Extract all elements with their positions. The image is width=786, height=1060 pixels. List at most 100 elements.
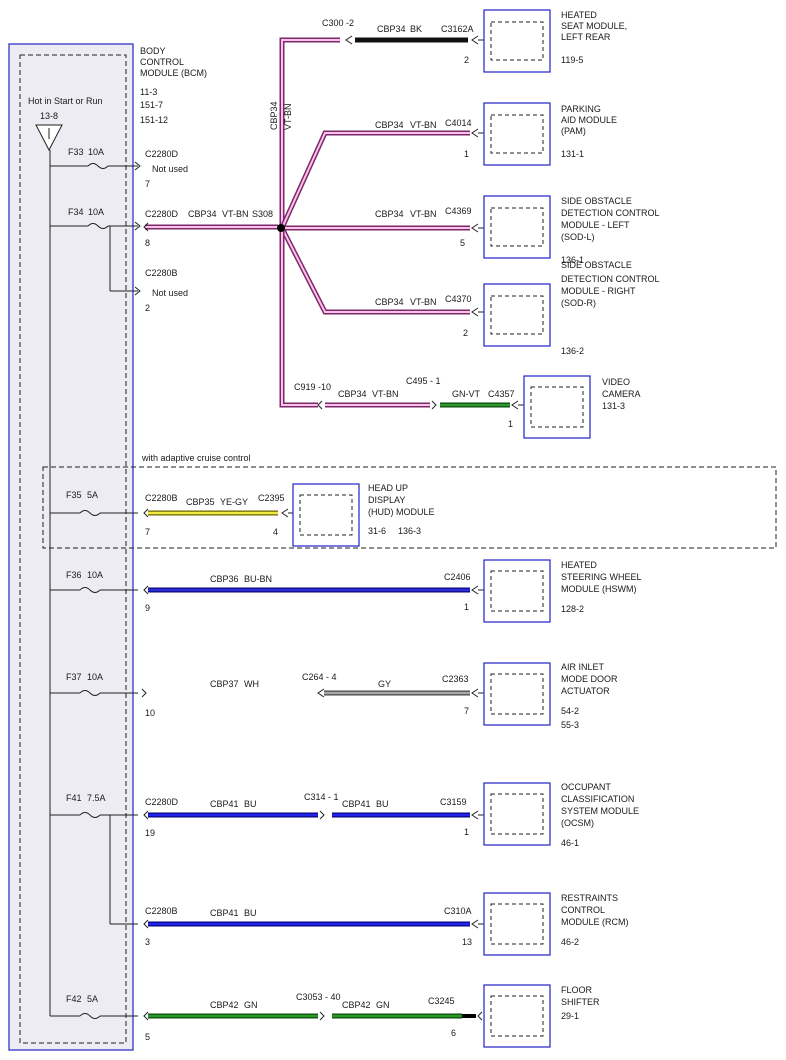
pam-circuit: CBP34 VT-BN C4014 1 (375, 118, 484, 159)
air-inlet-color: WH (244, 679, 259, 689)
ocsm-module: OCCUPANT CLASSIFICATION SYSTEM MODULE (O… (483, 782, 639, 848)
vertical-circuit-label: CBP34 (269, 101, 279, 130)
hswm-name-3: MODULE (HSWM) (561, 584, 637, 594)
rcm-name-1: RESTRAINTS (561, 893, 618, 903)
sod-l-module: SIDE OBSTACLE DETECTION CONTROL MODULE -… (483, 195, 660, 265)
heated-seat-pin: 2 (464, 55, 469, 65)
pam-connector: C4014 (445, 118, 472, 128)
hud-option-boundary (42, 466, 777, 549)
pam-module: PARKING AID MODULE (PAM) 131-1 (483, 102, 617, 166)
shifter-module: FLOOR SHIFTER 29-1 (483, 984, 600, 1048)
ocsm-inline: C314 - 1 (304, 792, 339, 802)
sod-r-ref: 136-2 (561, 346, 584, 356)
fuse-f36-row: F36 10A CBP36 BU-BN C2406 9 1 (50, 570, 484, 613)
hswm-color: BU-BN (244, 574, 272, 584)
fuse-f33-rating: 10A (88, 147, 104, 157)
ocsm-name-1: OCCUPANT (561, 782, 611, 792)
shifter-name-1: FLOOR (561, 985, 593, 995)
fuse-f34-row: F34 10A C2280D 8 C2280B Not used 2 (50, 207, 188, 313)
air-inlet-name-2: MODE DOOR (561, 674, 618, 684)
f37-pin: 10 (145, 708, 155, 718)
shifter-color: GN (244, 1000, 258, 1010)
fuse-f37-row: F37 10A CBP37 WH C264 - 4 GY C2363 10 7 (50, 672, 484, 718)
fuse-f35-rating: 5A (87, 490, 98, 500)
ocsm-name-2: CLASSIFICATION (561, 794, 634, 804)
f41-pin: 19 (145, 828, 155, 838)
f33-pin: 7 (145, 179, 150, 189)
f34b-pin: 2 (145, 303, 150, 313)
f41-connector: C2280D (145, 797, 179, 807)
fuse-f42-row: F42 5A CBP42 GN C3053 - 40 CBP42 GN C324… (50, 992, 483, 1042)
f33-note: Not used (152, 164, 188, 174)
bcm-name-line-3: MODULE (BCM) (140, 68, 207, 78)
shifter-pin: 6 (451, 1028, 456, 1038)
camera-pin: 1 (508, 419, 513, 429)
f35-connector: C2280B (145, 493, 178, 503)
heated-seat-circuit-id: CBP34 (377, 24, 406, 34)
hud-circuit-id: CBP35 (186, 497, 215, 507)
sod-r-name-2: DETECTION CONTROL (561, 274, 660, 284)
fuse-f34-icon (87, 223, 109, 229)
hswm-pin: 1 (464, 602, 469, 612)
air-inlet-name-3: ACTUATOR (561, 686, 610, 696)
fuse-f42-icon (79, 1013, 101, 1019)
shifter-inline: C3053 - 40 (296, 992, 341, 1002)
air-inlet-pin: 7 (464, 706, 469, 716)
hud-module: HEAD UP DISPLAY (HUD) MODULE 31-6 136-3 (292, 483, 435, 547)
sod-r-circuit: CBP34 VT-BN C4370 2 (375, 294, 484, 338)
fuse-f35-row: F35 5A C2280B CBP35 YE-GY C2395 7 4 (50, 490, 293, 537)
pam-color: VT-BN (410, 120, 437, 130)
fuse-f33-icon (87, 163, 109, 169)
ocsm-pin: 1 (464, 827, 469, 837)
fuse-f36-icon (79, 587, 101, 593)
fuse-f36-rating: 10A (87, 570, 103, 580)
fuse-f41-label: F41 (66, 793, 82, 803)
ocsm-name-3: SYSTEM MODULE (561, 806, 639, 816)
pam-name-1: PARKING (561, 104, 601, 114)
hswm-circuit-id: CBP36 (210, 574, 239, 584)
f36-pin: 9 (145, 603, 150, 613)
power-source-label: Hot in Start or Run (28, 96, 103, 106)
hswm-ref: 128-2 (561, 604, 584, 614)
pam-circuit-id: CBP34 (375, 120, 404, 130)
sod-l-circuit-id: CBP34 (375, 209, 404, 219)
heated-seat-inline: C300 -2 (322, 18, 354, 28)
heated-seat-circuit: C300 -2 CBP34 BK C3162A 2 (322, 18, 484, 65)
air-inlet-ref: 54-2 (561, 706, 579, 716)
air-inlet-name-1: AIR INLET (561, 662, 605, 672)
shifter-circuit-id: CBP42 (210, 1000, 239, 1010)
air-inlet-ref-2: 55-3 (561, 720, 579, 730)
fuse-f36-label: F36 (66, 570, 82, 580)
camera-color: VT-BN (372, 389, 399, 399)
fuse-f42-rating: 5A (87, 994, 98, 1004)
bcm-ref-1: 11-3 (140, 87, 157, 97)
pam-pin: 1 (464, 149, 469, 159)
bcm-outline (8, 43, 134, 1051)
sod-r-connector: C4370 (445, 294, 472, 304)
sod-r-name-4: (SOD-R) (561, 298, 596, 308)
camera-name-2: CAMERA (602, 389, 641, 399)
shifter-connector: C3245 (428, 996, 455, 1006)
fuse-f34-rating: 10A (88, 207, 104, 217)
hud-name-2: DISPLAY (368, 495, 405, 505)
air-inlet-color-2: GY (378, 679, 391, 689)
rcm-name-2: CONTROL (561, 905, 605, 915)
hud-ref: 31-6 (368, 526, 386, 536)
rcm-connector: C310A (444, 906, 472, 916)
rcm-color: BU (244, 908, 257, 918)
heated-seat-name-1: HEATED (561, 10, 597, 20)
hud-ref-2: 136-3 (398, 526, 421, 536)
fuse-f42-label: F42 (66, 994, 82, 1004)
camera-name-1: VIDEO (602, 377, 630, 387)
air-inlet-connector: C2363 (442, 674, 469, 684)
shifter-circuit-id-2: CBP42 (342, 1000, 371, 1010)
ocsm-name-4: (OCSM) (561, 818, 594, 828)
rcm-ref: 46-2 (561, 937, 579, 947)
sod-l-connector: C4369 (445, 206, 472, 216)
sod-l-name-2: DETECTION CONTROL (561, 208, 660, 218)
f34b-note: Not used (152, 288, 188, 298)
f34-pin: 8 (145, 238, 150, 248)
vt-bn-harness (143, 37, 470, 408)
hswm-name-2: STEERING WHEEL (561, 572, 642, 582)
splice-s308 (277, 224, 285, 232)
